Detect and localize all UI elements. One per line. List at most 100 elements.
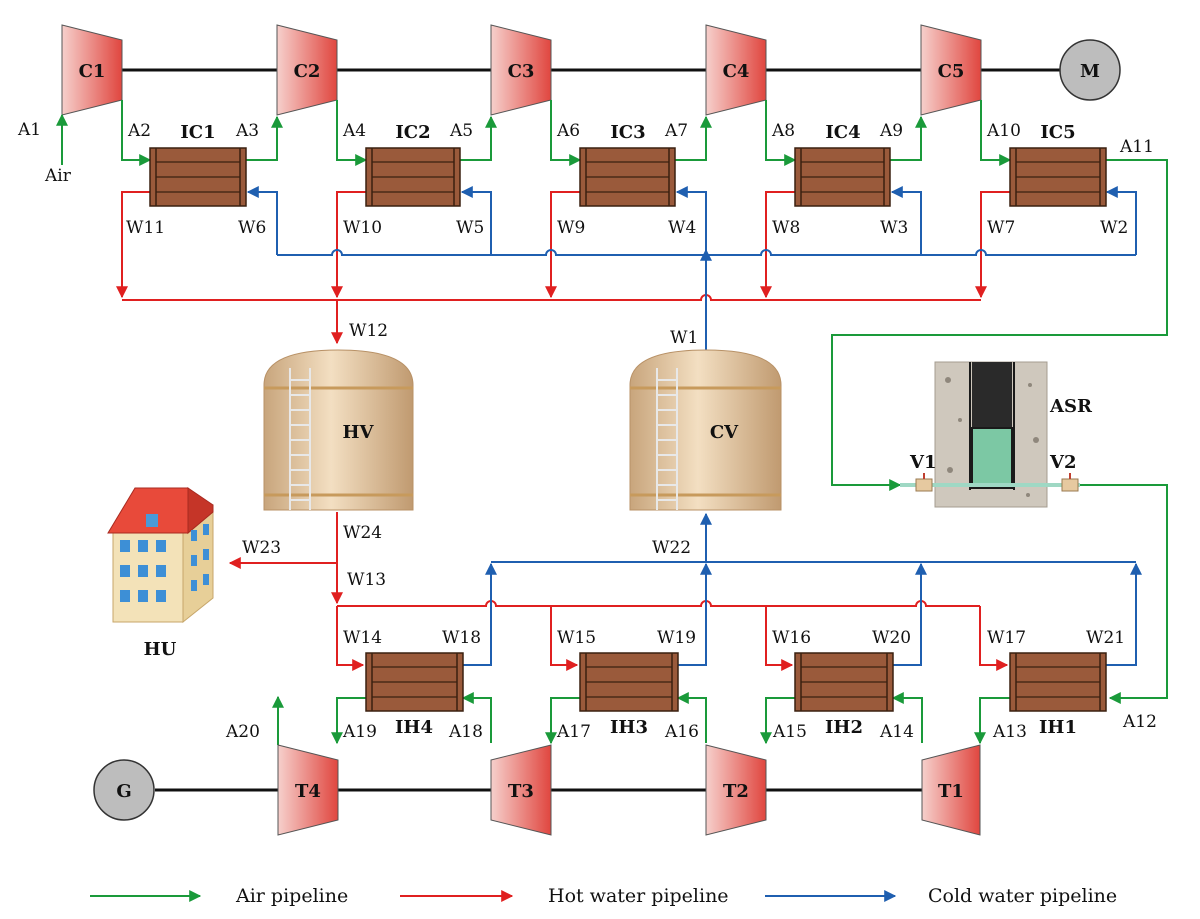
legend-item-hot-water: Hot water pipeline: [400, 885, 729, 907]
stream-label-a11: A11: [1119, 137, 1154, 157]
stream-label-w12: W12: [349, 321, 388, 341]
legend: Air pipeline Hot water pipeline Cold wat…: [90, 885, 1117, 907]
motor-label: M: [1080, 61, 1100, 82]
compressor-label: C5: [938, 61, 965, 82]
stream-label-w15: W15: [557, 628, 596, 648]
stream-label-w24: W24: [343, 523, 382, 543]
stream-label-w20: W20: [872, 628, 911, 648]
stream-label-w5: W5: [456, 218, 484, 238]
interheater-label: IH2: [825, 717, 863, 738]
turbine-t1: T1: [921, 744, 981, 836]
compressor-c2: C2: [276, 24, 338, 116]
stream-label-w6: W6: [238, 218, 266, 238]
air-storage-reservoir: ASR: [900, 361, 1093, 508]
stream-label-a8: A8: [771, 121, 795, 141]
stream-label-a12: A12: [1122, 712, 1157, 732]
hot-water-tank-hv: HV: [263, 349, 414, 511]
turbine-label: T2: [723, 781, 749, 802]
heat-user-label: HU: [144, 639, 177, 660]
stream-label-a18: A18: [448, 722, 483, 742]
intercooler-ic3: IC3: [579, 122, 676, 207]
stream-label-w9: W9: [557, 218, 585, 238]
interheater-ih3: IH3: [579, 652, 679, 738]
legend-label: Hot water pipeline: [548, 885, 729, 907]
air-inlet-label: Air: [44, 166, 72, 186]
stream-label-a9: A9: [879, 121, 903, 141]
intercooler-ic2: IC2: [365, 122, 461, 207]
stream-label-a1: A1: [17, 120, 41, 140]
turbine-t3: T3: [490, 744, 552, 836]
stream-label-w17: W17: [987, 628, 1026, 648]
stream-label-a10: A10: [986, 121, 1021, 141]
stream-label-a20: A20: [225, 722, 260, 742]
generator-label: G: [116, 781, 131, 802]
air-stream-labels: A1 Air A2 A3 A4 A5 A6 A7 A8 A9 A10 A11 A…: [17, 120, 1157, 742]
intercooler-label: IC4: [825, 122, 860, 143]
compressor-label: C2: [294, 61, 321, 82]
stream-label-a17: A17: [556, 722, 591, 742]
compressor-label: C3: [508, 61, 535, 82]
stream-label-w14: W14: [343, 628, 382, 648]
turbine-t2: T2: [705, 744, 767, 836]
heat-user-building: HU: [107, 487, 214, 660]
stream-label-w21: W21: [1086, 628, 1125, 648]
hot-water-pipelines-top: [116, 191, 1010, 345]
compressor-c1: C1: [61, 24, 123, 116]
stream-label-w2: W2: [1100, 218, 1128, 238]
compressor-label: C4: [723, 61, 750, 82]
interheater-label: IH3: [610, 717, 648, 738]
compressor-c3: C3: [490, 24, 552, 116]
stream-label-w13: W13: [347, 570, 386, 590]
interheater-ih2: IH2: [794, 652, 894, 738]
air-pipelines-compression: [56, 100, 1168, 745]
compressor-c5: C5: [920, 24, 982, 116]
stream-label-w10: W10: [343, 218, 382, 238]
intercooler-ic4: IC4: [794, 122, 891, 207]
asr-label: ASR: [1049, 396, 1093, 417]
compressor-c4: C4: [705, 24, 767, 116]
turbine-t4: T4: [277, 744, 339, 836]
intercooler-label: IC1: [180, 122, 215, 143]
stream-label-w11: W11: [126, 218, 165, 238]
intercooler-label: IC2: [395, 122, 430, 143]
stream-label-a14: A14: [879, 722, 914, 742]
valve-label: V2: [1049, 452, 1077, 473]
valve-v1[interactable]: V1: [909, 452, 937, 492]
interheater-label: IH1: [1039, 717, 1077, 738]
stream-label-w18: W18: [442, 628, 481, 648]
cold-water-pipelines-top: [246, 186, 1137, 360]
stream-label-a7: A7: [664, 121, 688, 141]
stream-label-w22: W22: [652, 538, 691, 558]
stream-label-w3: W3: [880, 218, 908, 238]
intercooler-ic5: IC5: [1009, 122, 1107, 207]
stream-label-w16: W16: [772, 628, 811, 648]
stream-label-a16: A16: [664, 722, 699, 742]
stream-label-w23: W23: [242, 538, 281, 558]
stream-label-a3: A3: [235, 121, 259, 141]
intercooler-label: IC5: [1040, 122, 1075, 143]
valve-label: V1: [909, 452, 937, 473]
tank-label: CV: [710, 422, 739, 443]
intercooler-ic1: IC1: [149, 122, 247, 207]
turbine-label: T3: [508, 781, 534, 802]
stream-label-a4: A4: [342, 121, 366, 141]
legend-item-cold-water: Cold water pipeline: [765, 885, 1117, 907]
stream-label-a13: A13: [992, 722, 1027, 742]
valve-v2[interactable]: V2: [1049, 452, 1079, 492]
cold-water-tank-cv: CV: [629, 349, 782, 511]
legend-item-air: Air pipeline: [90, 885, 348, 907]
stream-label-w8: W8: [772, 218, 800, 238]
stream-label-w7: W7: [987, 218, 1015, 238]
stream-label-a15: A15: [772, 722, 807, 742]
stream-label-a2: A2: [127, 121, 151, 141]
stream-label-a6: A6: [556, 121, 580, 141]
turbine-label: T4: [295, 781, 321, 802]
cold-water-pipelines-bottom: [463, 512, 1142, 666]
stream-label-w19: W19: [657, 628, 696, 648]
stream-label-w4: W4: [668, 218, 696, 238]
legend-label: Cold water pipeline: [928, 885, 1117, 907]
compressor-label: C1: [79, 61, 106, 82]
stream-label-a19: A19: [342, 722, 377, 742]
interheater-ih4: IH4: [365, 652, 464, 738]
